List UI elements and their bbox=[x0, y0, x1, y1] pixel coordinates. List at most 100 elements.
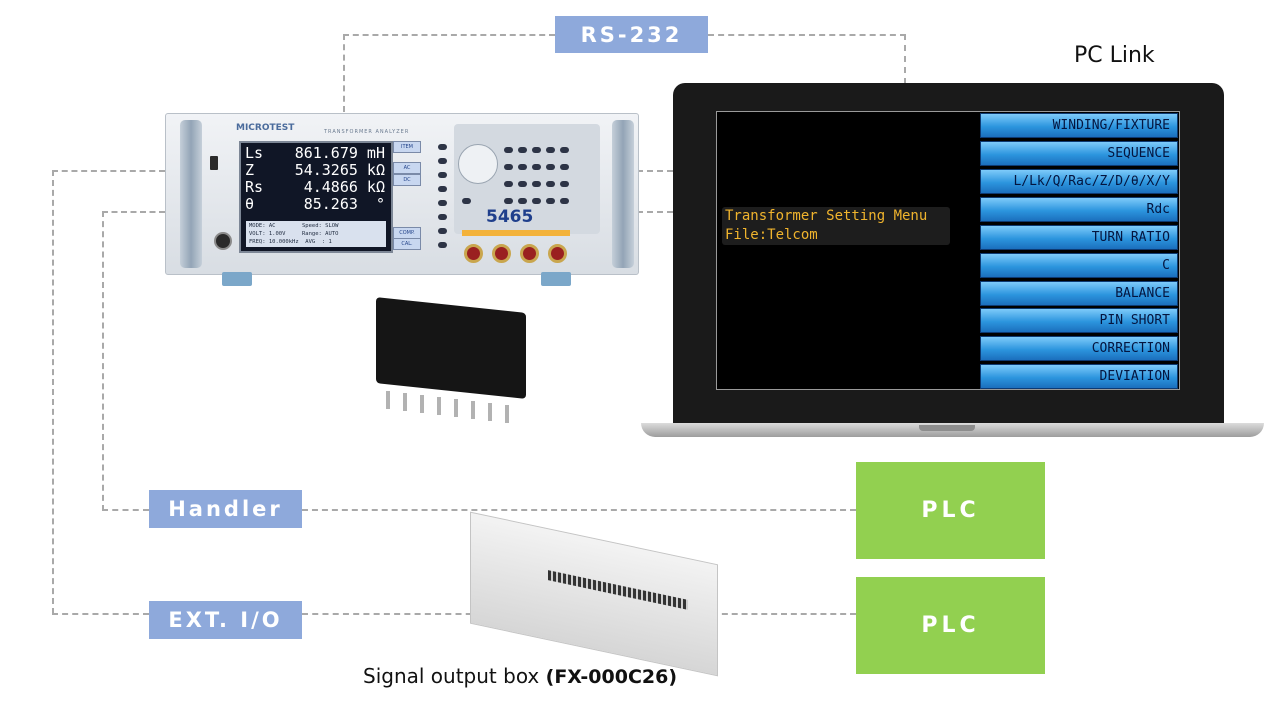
setting-menu-title: Transformer Setting Menu bbox=[725, 208, 928, 224]
chip-pin bbox=[437, 397, 441, 415]
warning-strip bbox=[462, 230, 570, 236]
winding-fixture-button[interactable]: WINDING/FIXTURE bbox=[980, 113, 1178, 138]
box-to-plc-line bbox=[712, 613, 856, 615]
keypad-key[interactable] bbox=[504, 164, 513, 170]
side-key[interactable] bbox=[438, 214, 447, 220]
keypad-key[interactable] bbox=[504, 147, 513, 153]
chip-pin bbox=[488, 403, 492, 421]
keypad-key[interactable] bbox=[518, 164, 527, 170]
chip-pin bbox=[454, 399, 458, 417]
navigation-dial[interactable] bbox=[458, 144, 498, 184]
chip-pin bbox=[505, 405, 509, 423]
cal-softkey[interactable]: CAL. bbox=[393, 238, 421, 250]
ext-io-line-bottom bbox=[52, 613, 149, 615]
rs232-line-right bbox=[904, 34, 906, 84]
ac-softkey[interactable]: AC bbox=[393, 162, 421, 174]
rs232-label: RS-232 bbox=[555, 16, 708, 53]
keypad-key[interactable] bbox=[546, 164, 555, 170]
keypad-key[interactable] bbox=[532, 198, 541, 204]
rs232-line-left bbox=[343, 34, 345, 112]
keypad-key[interactable] bbox=[560, 147, 569, 153]
keypad-key[interactable] bbox=[560, 164, 569, 170]
side-key[interactable] bbox=[438, 144, 447, 150]
handler-to-plc-line bbox=[302, 509, 856, 511]
side-key[interactable] bbox=[438, 172, 447, 178]
lk-parameters-button[interactable]: L/Lk/Q/Rac/Z/D/θ/X/Y bbox=[980, 169, 1178, 194]
model-number: 5465 bbox=[486, 207, 534, 227]
correction-button[interactable]: CORRECTION bbox=[980, 336, 1178, 361]
left-handle bbox=[180, 120, 202, 268]
rs232-line-top-right bbox=[708, 34, 906, 36]
side-key[interactable] bbox=[438, 200, 447, 206]
power-button[interactable] bbox=[214, 232, 232, 250]
terminal-3[interactable] bbox=[520, 244, 539, 263]
usb-port-icon bbox=[210, 156, 218, 170]
turn-ratio-button[interactable]: TURN RATIO bbox=[980, 225, 1178, 250]
keypad-key[interactable] bbox=[560, 198, 569, 204]
keypad-key[interactable] bbox=[546, 147, 555, 153]
rdc-button[interactable]: Rdc bbox=[980, 197, 1178, 222]
sequence-button[interactable]: SEQUENCE bbox=[980, 141, 1178, 166]
keypad-key[interactable] bbox=[462, 198, 471, 204]
chip-pin bbox=[471, 401, 475, 419]
chip-pin bbox=[420, 395, 424, 413]
dc-softkey[interactable]: DC bbox=[393, 174, 421, 186]
keypad-key[interactable] bbox=[532, 147, 541, 153]
side-key[interactable] bbox=[438, 228, 447, 234]
side-key[interactable] bbox=[438, 186, 447, 192]
terminal-4[interactable] bbox=[548, 244, 567, 263]
pc-link-label: PC Link bbox=[1074, 43, 1155, 68]
instrument-subtitle: TRANSFORMER ANALYZER bbox=[324, 129, 410, 135]
ext-io-line-top bbox=[52, 170, 165, 172]
signal-box-caption: Signal output box (FX-000C26) bbox=[363, 664, 678, 688]
deviation-button[interactable]: DEVIATION bbox=[980, 364, 1178, 389]
chip-pin bbox=[386, 391, 390, 409]
instrument-foot-left bbox=[222, 272, 252, 286]
keypad-key[interactable] bbox=[504, 198, 513, 204]
keypad-key[interactable] bbox=[560, 181, 569, 187]
ext-io-line-to-box bbox=[302, 613, 482, 615]
handler-line-vertical bbox=[102, 211, 104, 511]
ext-io-label: EXT. I/O bbox=[149, 601, 302, 639]
laptop-notch bbox=[919, 425, 975, 431]
handler-line-top bbox=[102, 211, 165, 213]
keypad-key[interactable] bbox=[532, 164, 541, 170]
brand-name: MICROTEST bbox=[236, 123, 295, 133]
side-key[interactable] bbox=[438, 158, 447, 164]
plc-ext-io-box: PLC bbox=[856, 577, 1045, 674]
keypad-key[interactable] bbox=[546, 181, 555, 187]
handler-line-bottom bbox=[102, 509, 149, 511]
keypad-key[interactable] bbox=[546, 198, 555, 204]
handler-label: Handler bbox=[149, 490, 302, 528]
inst-to-laptop-line-2 bbox=[637, 211, 673, 213]
ext-io-line-vertical bbox=[52, 170, 54, 614]
keypad-key[interactable] bbox=[504, 181, 513, 187]
plc-handler-box: PLC bbox=[856, 462, 1045, 559]
balance-button[interactable]: BALANCE bbox=[980, 281, 1178, 306]
inst-to-laptop-line-1 bbox=[637, 170, 673, 172]
keypad-key[interactable] bbox=[518, 198, 527, 204]
right-handle bbox=[612, 120, 634, 268]
signal-box-model: (FX-000C26) bbox=[545, 666, 678, 688]
keypad-key[interactable] bbox=[518, 147, 527, 153]
instrument-foot-right bbox=[541, 272, 571, 286]
rs232-line-top-left bbox=[343, 34, 555, 36]
keypad-key[interactable] bbox=[518, 181, 527, 187]
side-key[interactable] bbox=[438, 242, 447, 248]
transformer-chip bbox=[376, 297, 526, 399]
pin-short-button[interactable]: PIN SHORT bbox=[980, 308, 1178, 333]
terminal-2[interactable] bbox=[492, 244, 511, 263]
terminal-1[interactable] bbox=[464, 244, 483, 263]
item-softkey[interactable]: ITEM bbox=[393, 141, 421, 153]
chip-pin bbox=[403, 393, 407, 411]
signal-output-box bbox=[470, 511, 718, 677]
setting-menu-file: File:Telcom bbox=[725, 227, 818, 243]
c-button[interactable]: C bbox=[980, 253, 1178, 278]
keypad-key[interactable] bbox=[532, 181, 541, 187]
